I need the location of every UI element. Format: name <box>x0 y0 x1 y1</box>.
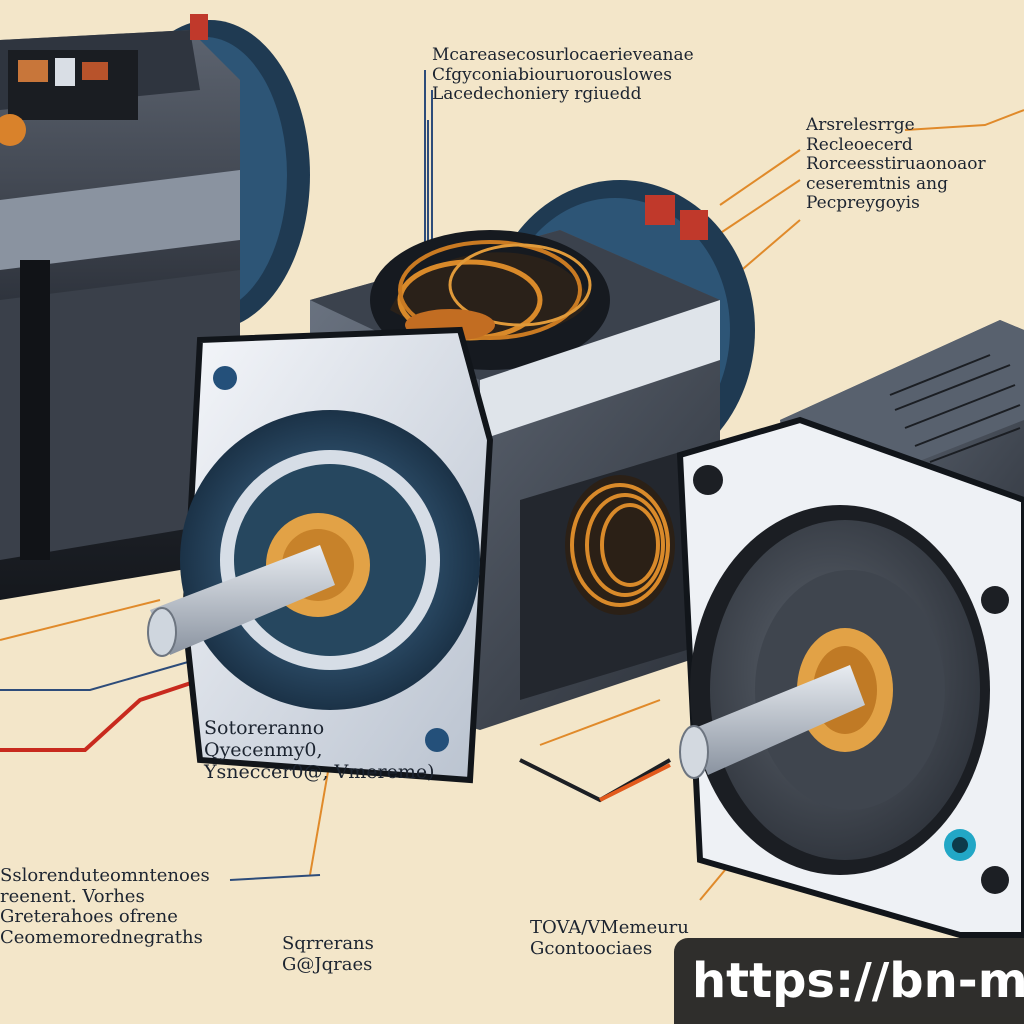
label-line: Cfgyconiabiouruorouslowes <box>432 64 672 85</box>
left-motor <box>0 14 310 600</box>
label-line: Ceomemorednegraths <box>0 927 203 949</box>
label-line: Sotoreranno <box>204 717 325 739</box>
label-line: Recleoecerd <box>806 134 913 155</box>
label-line: Rorceesstiruaonoaor <box>806 154 986 175</box>
label-line: TOVA/VMemeuru <box>530 917 689 938</box>
label-line: ceseremtnis ang <box>806 173 948 194</box>
watermark-url: https://bn-me <box>674 938 1024 1024</box>
label-line: Pecpreygoyis <box>806 193 920 214</box>
label-line: G@Jqraes <box>282 953 373 975</box>
label-line: Arsrelesrrge <box>806 115 915 135</box>
label-line: Qyecenmy0, <box>204 738 323 761</box>
label-line: reenent. Vorhes <box>0 885 145 907</box>
label-line: Sslorenduteomntenoes <box>0 865 210 886</box>
right-motor <box>676 320 1024 938</box>
label-mid-left: Sotoreranno Qyecenmy0, Ysneccer0@, Vmere… <box>204 717 435 784</box>
label-line: Mcareasecosurlocaerieveanae <box>432 45 694 65</box>
label-line: Ysneccer0@, Vmereme) <box>204 760 435 783</box>
label-line: Lacedechoniery rgiuedd <box>432 84 642 105</box>
label-bottom-right: TOVA/VMemeuru Gcontoociaes <box>530 917 689 959</box>
label-top-center: Mcareasecosurlocaerieveanae Cfgyconiabio… <box>432 45 694 105</box>
label-line: Sqrrerans <box>282 933 374 954</box>
center-motor <box>147 180 755 784</box>
label-line: Greterahoes ofrene <box>0 906 178 928</box>
label-bottom-left: Sslorenduteomntenoes reenent. Vorhes Gre… <box>0 865 210 949</box>
label-top-right: Arsrelesrrge Recleoecerd Rorceesstiruaon… <box>806 115 986 214</box>
label-line: Gcontoociaes <box>530 937 653 959</box>
label-bottom-mid: Sqrrerans G@Jqraes <box>282 933 374 975</box>
